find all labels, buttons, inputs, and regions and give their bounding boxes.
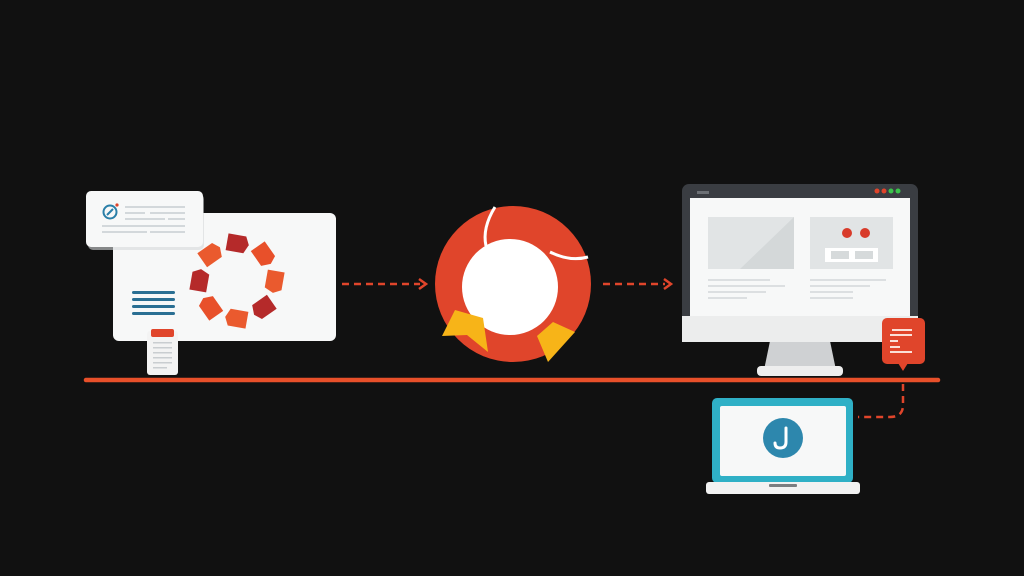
chat-bubble-icon <box>882 318 925 371</box>
hook-icon <box>763 418 803 458</box>
compass-icon <box>102 203 119 220</box>
ring-segment <box>197 242 222 268</box>
ring-segment <box>250 241 276 266</box>
ring-segment <box>225 308 249 329</box>
ring-segment <box>198 296 224 321</box>
dashed-arrow-left <box>342 277 429 291</box>
yellow-arrow-left <box>442 310 488 352</box>
circular-sync-icon <box>435 206 591 362</box>
ring-segment <box>189 269 210 293</box>
dashed-arrow-right <box>603 277 674 291</box>
small-card-text-lines <box>102 206 185 233</box>
ring-segment <box>264 269 285 293</box>
yellow-arrow-right <box>537 322 575 362</box>
recycle-ring-icon <box>189 233 285 329</box>
dashed-connector <box>858 384 905 419</box>
source-panel <box>86 191 336 375</box>
list-lines-icon <box>132 291 175 315</box>
ring-segment <box>225 233 249 254</box>
clipboard-icon <box>147 329 178 375</box>
ring-segment <box>252 294 277 320</box>
desktop-monitor-icon <box>682 184 918 376</box>
laptop-icon <box>706 398 860 494</box>
